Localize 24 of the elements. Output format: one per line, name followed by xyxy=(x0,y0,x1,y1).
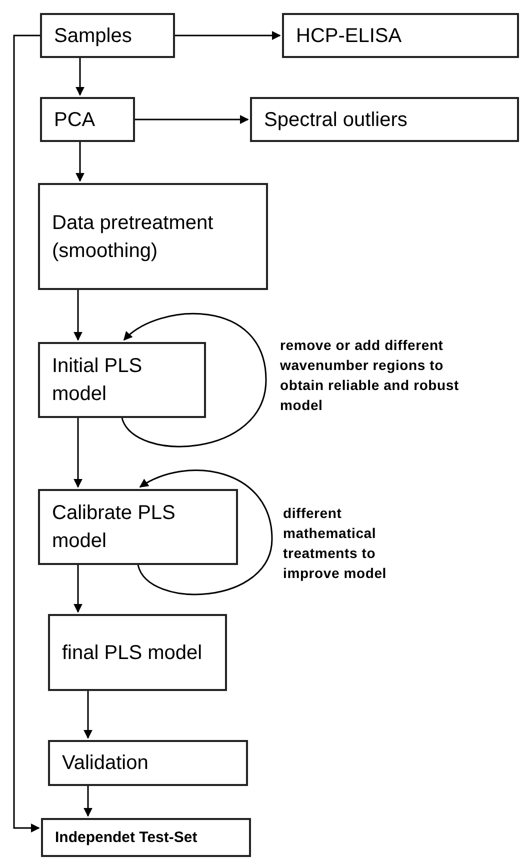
process-box: Independet Test-Set xyxy=(41,818,251,857)
process-box: PCA xyxy=(40,97,135,142)
arrow xyxy=(74,565,82,613)
process-box: Initial PLS model xyxy=(38,342,206,418)
process-box: Samples xyxy=(40,13,175,58)
arrow xyxy=(74,290,82,341)
process-box: Spectral outliers xyxy=(250,97,519,142)
arrow xyxy=(135,115,249,124)
arrow xyxy=(13,34,40,832)
arrow xyxy=(84,786,92,817)
edge-label: remove or add different wavenumber regions to obtain reliable and robust model xyxy=(280,336,460,415)
arrow xyxy=(175,31,281,40)
process-box: final PLS model xyxy=(48,614,227,691)
arrow xyxy=(76,142,84,182)
loop-arrow xyxy=(121,312,267,448)
loop-arrow xyxy=(137,470,273,596)
edge-label: different mathematical treatments to improve model xyxy=(283,504,388,583)
arrow xyxy=(76,58,84,96)
process-box: HCP-ELISA xyxy=(282,13,519,58)
arrow xyxy=(74,418,82,488)
process-box: Data pretreatment (smoothing) xyxy=(38,183,268,290)
process-box: Calibrate PLS model xyxy=(38,489,238,565)
process-box: Validation xyxy=(48,740,248,786)
arrow xyxy=(84,691,92,739)
